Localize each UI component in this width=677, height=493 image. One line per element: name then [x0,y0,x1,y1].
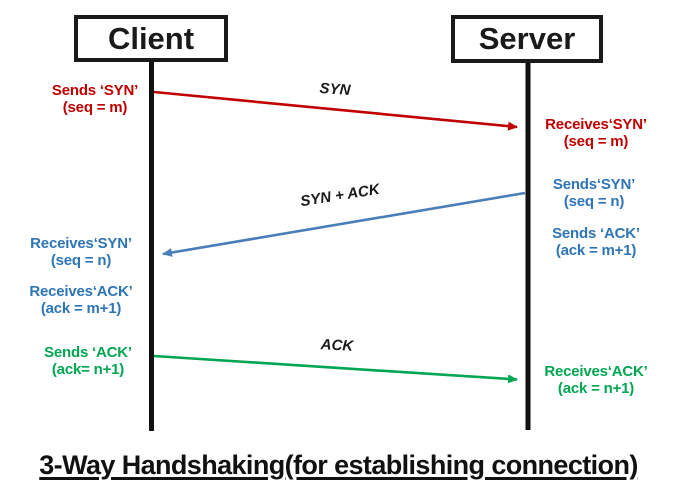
note-line: (seq = m) [62,99,128,116]
client-actor-box: Client [74,15,228,62]
note-client-receives-ack: Receives‘ACK’ (ack = m+1) [20,283,142,317]
note-server-receives-syn: Receives‘SYN’ (seq = m) [535,116,657,150]
note-line: Sends‘SYN’ [552,176,636,193]
note-line: Sends ‘ACK’ [44,344,132,361]
note-client-sends-syn: Sends ‘SYN’ (seq = m) [34,82,156,116]
note-line: Receives‘SYN’ [30,235,132,252]
note-line: Receives‘SYN’ [545,116,647,133]
diagram-title: 3-Way Handshaking(for establishing conne… [39,450,638,480]
ack-arrow [153,354,518,384]
note-line: (ack = n+1) [557,380,635,397]
note-line: (seq = n) [50,252,112,269]
ack-message-label: ACK [320,336,354,355]
note-client-receives-syn: Receives‘SYN’ (seq = n) [20,235,142,269]
note-line: (ack = m+1) [555,242,637,259]
note-line: Receives‘ACK’ [29,283,133,300]
note-line: (seq = n) [563,193,625,210]
note-line: Sends ‘SYN’ [51,82,139,99]
note-line: (ack = m+1) [40,300,122,317]
syn-arrow [153,90,518,131]
server-actor-box: Server [451,15,603,63]
client-actor-label: Client [107,20,195,56]
note-line: Receives‘ACK’ [544,363,648,380]
note-server-sends-syn: Sends‘SYN’ (seq = n) [533,176,655,210]
note-client-sends-ack: Sends ‘ACK’ (ack= n+1) [27,344,149,378]
server-actor-label: Server [478,21,576,56]
note-line: (ack= n+1) [51,361,125,378]
syn-ack-arrow [162,191,526,257]
note-line: Sends ‘ACK’ [552,225,640,242]
note-server-receives-ack: Receives‘ACK’ (ack = n+1) [535,363,657,397]
note-server-sends-ack: Sends ‘ACK’ (ack = m+1) [535,225,657,259]
note-line: (seq = m) [563,133,629,150]
